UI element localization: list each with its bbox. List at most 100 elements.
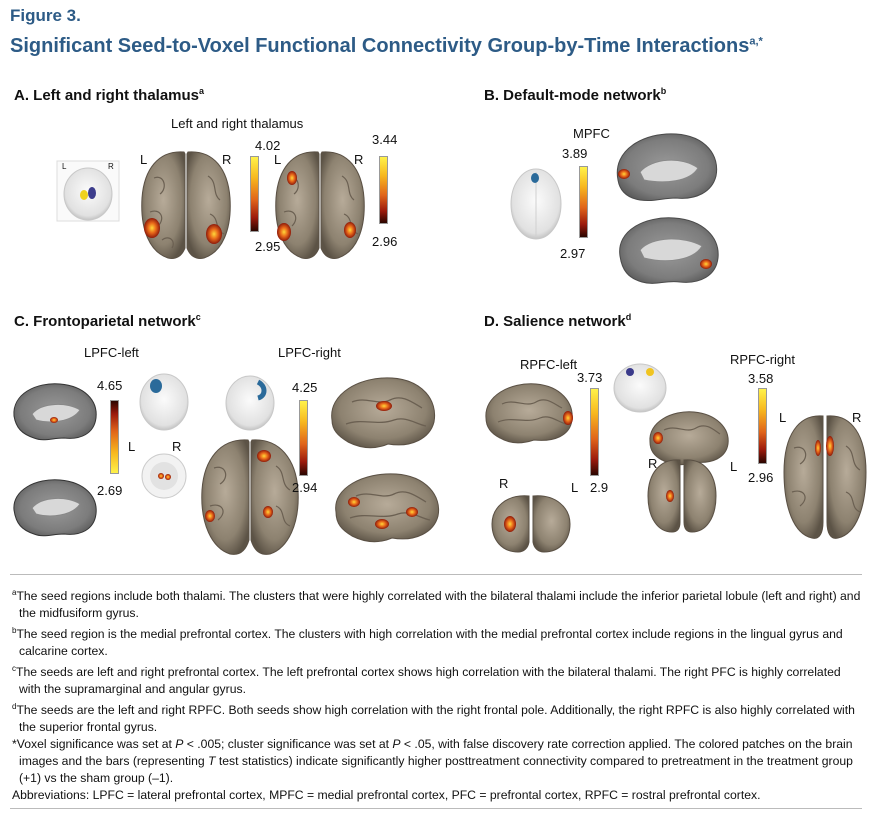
note-a-text: The seed regions include both thalami. T…	[16, 589, 861, 621]
blob-thalamus-slice-r	[165, 474, 171, 480]
note-c: cThe seeds are left and right prefrontal…	[12, 660, 864, 698]
panel-c-title: C. Frontoparietal networkc	[14, 312, 201, 330]
panel-d-left-axial	[491, 495, 571, 553]
panel-b-colorbar	[579, 166, 588, 238]
panel-c-right-max: 4.25	[292, 380, 318, 395]
panel-b-title-mark: b	[660, 86, 667, 96]
panel-d-title-mark: d	[625, 312, 632, 322]
seed-rpfc-left	[626, 368, 634, 376]
note-b: bThe seed region is the medial prefronta…	[12, 622, 864, 660]
panel-c-left-label: LPFC-left	[84, 345, 139, 360]
seed-lpfc-right	[256, 379, 267, 401]
blob-angular-left	[205, 510, 215, 522]
brain1-left-label: L	[140, 152, 148, 167]
brain2-right-label: R	[354, 152, 364, 167]
panel-d-left-max: 3.73	[577, 370, 603, 385]
panel-c-right-colorbar	[299, 400, 308, 476]
blob-supramarginal-lat	[376, 401, 392, 411]
blob-right-ipl	[206, 224, 222, 244]
blob-frontal-lat	[406, 507, 418, 517]
blob-midfusiform-left	[287, 171, 297, 185]
panel-d-left-lateral	[485, 383, 573, 444]
panel-c-title-text: C. Frontoparietal network	[14, 313, 196, 330]
panel-a-colorbar-2	[379, 156, 388, 224]
note-d-mark: d	[12, 702, 17, 712]
figure-notes: aThe seed regions include both thalami. …	[12, 584, 864, 804]
panel-d-mid-lateral	[649, 411, 729, 466]
note-a-mark: a	[12, 588, 17, 597]
panel-c-right-seed-inset	[225, 375, 275, 431]
panel-c-left-min: 2.69	[97, 483, 123, 498]
figure-title: Significant Seed-to-Voxel Functional Con…	[10, 35, 763, 58]
panel-d-left-L: L	[571, 480, 579, 495]
notes-divider-top	[10, 574, 862, 575]
panel-c-right-min: 2.94	[292, 480, 318, 495]
blob-temporal-lat	[375, 519, 389, 529]
inset-right-label: R	[108, 162, 114, 171]
panel-d-right-axial	[783, 415, 867, 539]
brain1-right-label: R	[222, 152, 232, 167]
panel-d-mid-R: R	[648, 456, 658, 471]
blob-frontal-right	[257, 450, 271, 462]
note-c-text: The seeds are left and right prefrontal …	[16, 665, 841, 697]
panel-c-side-L: L	[128, 439, 136, 454]
panel-d-left-label: RPFC-left	[520, 357, 578, 372]
blob-mid-axial	[666, 490, 674, 502]
panel-a-title: A. Left and right thalamusa	[14, 86, 204, 104]
panel-d-right-min: 2.96	[748, 470, 774, 485]
panel-c-left-medial-1	[13, 383, 97, 441]
note-star-p3: < .05, with false discovery rate correct…	[19, 737, 853, 769]
panel-b-title-text: B. Default-mode network	[484, 87, 661, 104]
panel-b-min: 2.97	[560, 246, 586, 261]
blob-sfg-right	[826, 436, 834, 456]
blob-frontal-pole-mid	[653, 432, 663, 444]
panel-c-right-lateral-1	[331, 377, 436, 449]
bar2-min: 2.96	[372, 234, 398, 249]
panel-d-right-L: L	[779, 410, 787, 425]
blob-sfg-left	[815, 440, 821, 456]
inset-left-label: L	[62, 162, 67, 171]
note-star-p2: < .005; cluster significance was set at	[183, 737, 393, 752]
blob-thalamus-c1	[50, 417, 58, 423]
panel-a-colorbar-1	[250, 156, 259, 232]
seed-right-thalamus	[88, 187, 96, 199]
panel-b-title: B. Default-mode networkb	[484, 86, 666, 104]
panel-b-seed-label: MPFC	[573, 126, 610, 141]
panel-c-side-R: R	[172, 439, 182, 454]
bar1-min: 2.95	[255, 239, 281, 254]
panel-a-title-mark: a	[199, 86, 205, 96]
notes-divider-bottom	[10, 808, 862, 809]
panel-d-title: D. Salience networkd	[484, 312, 631, 330]
note-star-p4: test statistics) indicate significantly …	[19, 754, 853, 786]
blob-thalamus-slice-l	[158, 473, 164, 479]
note-star-p1: *Voxel significance was set at	[12, 737, 176, 752]
blob-lingual	[618, 169, 630, 179]
bar1-max: 4.02	[255, 138, 281, 153]
panel-a-seed-inset	[56, 160, 120, 222]
panel-d-mid-L: L	[730, 459, 738, 474]
panel-c-right-axial	[201, 439, 299, 555]
panel-d-right-colorbar	[758, 388, 767, 464]
note-star: *Voxel significance was set at P < .005;…	[12, 736, 864, 787]
panel-d-mid-axial	[647, 459, 717, 533]
seed-rpfc-right	[646, 368, 654, 376]
panel-c-left-colorbar	[110, 400, 119, 474]
note-b-mark: b	[12, 626, 17, 636]
panel-c-right-label: LPFC-right	[278, 345, 341, 360]
note-d-text: The seeds are the left and right RPFC. B…	[16, 703, 855, 735]
blob-frontal-pole-axial	[504, 516, 516, 532]
note-star-P: P	[175, 737, 184, 752]
panel-d-title-text: D. Salience network	[484, 313, 626, 330]
figure-title-marks: a,*	[749, 35, 763, 48]
blob-frontal-pole-left	[563, 411, 573, 425]
blob-left-ipl-2	[277, 223, 291, 241]
figure-title-text: Significant Seed-to-Voxel Functional Con…	[10, 35, 750, 57]
panel-d-right-label: RPFC-right	[730, 352, 796, 367]
panel-d-left-min: 2.9	[590, 480, 609, 495]
panel-d-left-R: R	[499, 476, 509, 491]
panel-b-medial-lower	[619, 217, 719, 284]
panel-b-max: 3.89	[562, 146, 588, 161]
seed-left-thalamus	[80, 190, 88, 200]
panel-c-left-medial-2	[13, 479, 97, 537]
panel-a-brain-axial-1	[141, 151, 231, 259]
